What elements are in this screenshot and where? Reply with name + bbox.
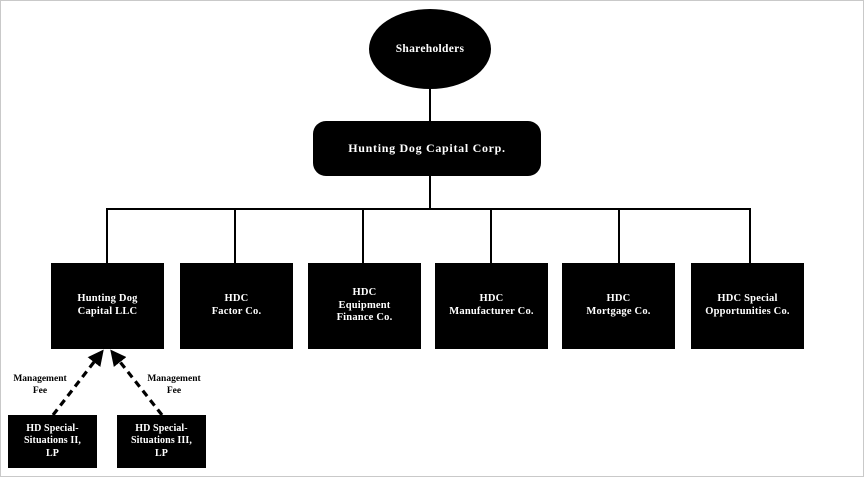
node-hunting-dog-capital-corp[interactable]: Hunting Dog Capital Corp. [313, 121, 541, 176]
node-hdc-factor-co[interactable]: HDC Factor Co. [180, 263, 293, 349]
node-hd-special-situations-iii-lp-label: HD Special- Situations III, LP [131, 423, 192, 459]
node-hd-special-situations-ii-lp[interactable]: HD Special- Situations II, LP [8, 415, 97, 468]
node-hunting-dog-capital-llc-label: Hunting Dog Capital LLC [77, 293, 138, 317]
edge-label-management-fee-iii: Management Fee [147, 374, 201, 397]
connector-bus-to-sub-2 [234, 208, 236, 264]
connector-bus-to-sub-1 [106, 208, 108, 264]
connector-bus-to-sub-4 [490, 208, 492, 264]
connector-shareholders-to-corp [429, 87, 431, 123]
edge-label-management-fee-ii: Management Fee [13, 374, 67, 397]
node-hd-special-situations-iii-lp[interactable]: HD Special- Situations III, LP [117, 415, 206, 468]
node-hdc-special-opportunities-co[interactable]: HDC Special Opportunities Co. [691, 263, 804, 349]
connector-corp-to-bus [429, 175, 431, 210]
dashed-edge-fund-iii [110, 349, 164, 416]
node-shareholders[interactable]: Shareholders [369, 9, 491, 89]
dashed-edge-fund-ii [51, 349, 104, 416]
node-hdc-mortgage-co[interactable]: HDC Mortgage Co. [562, 263, 675, 349]
node-hunting-dog-capital-llc[interactable]: Hunting Dog Capital LLC [51, 263, 164, 349]
node-hdc-equipment-finance-co-label: HDC Equipment Finance Co. [336, 286, 393, 324]
node-hdc-equipment-finance-co[interactable]: HDC Equipment Finance Co. [308, 263, 421, 349]
connector-bus-to-sub-6 [749, 208, 751, 264]
node-hdc-manufacturer-co-label: HDC Manufacturer Co. [449, 293, 534, 317]
node-hd-special-situations-ii-lp-label: HD Special- Situations II, LP [24, 423, 81, 459]
node-hunting-dog-capital-corp-label: Hunting Dog Capital Corp. [348, 141, 506, 156]
node-hdc-mortgage-co-label: HDC Mortgage Co. [586, 293, 651, 317]
node-shareholders-label: Shareholders [395, 42, 465, 55]
node-hdc-special-opportunities-co-label: HDC Special Opportunities Co. [705, 293, 790, 317]
node-hdc-manufacturer-co[interactable]: HDC Manufacturer Co. [435, 263, 548, 349]
node-hdc-factor-co-label: HDC Factor Co. [211, 293, 262, 317]
connector-bus-to-sub-3 [362, 208, 364, 264]
connector-bus-to-sub-5 [618, 208, 620, 264]
connector-horizontal-bus [106, 208, 751, 210]
